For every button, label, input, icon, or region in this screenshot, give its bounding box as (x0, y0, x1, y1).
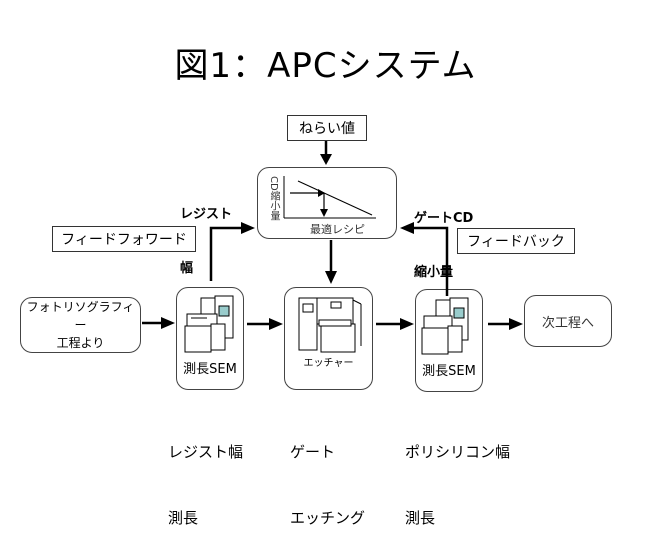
feedback-label: フィードバック (467, 234, 565, 250)
feedforward-label: フィードフォワード (61, 232, 187, 248)
etcher-label: エッチャー (303, 358, 354, 369)
graph-trend-line (297, 180, 373, 216)
gate-cd-label-line2: 縮小量 (414, 265, 454, 280)
sem-machine-icon (421, 297, 469, 355)
sem-left-caption-line1: レジスト幅 (168, 443, 244, 461)
feedforward-box: フィードフォワード (52, 226, 196, 252)
resist-width-label: レジスト 幅 (180, 170, 232, 296)
photolithography-line1: フォトリソグラフィー (26, 300, 135, 332)
photolithography-line2: 工程より (56, 336, 105, 350)
recipe-graph (283, 176, 376, 219)
diagram-title: 図1：APCシステム (174, 46, 477, 86)
resist-width-label-line1: レジスト (180, 207, 233, 222)
arrowhead-sem-to-etcher (269, 318, 283, 330)
sem-machine-icon (184, 295, 234, 353)
etcher-machine-icon (298, 297, 362, 353)
recipe-box: CD縮小量 最適レシピ (257, 167, 397, 239)
recipe-x-axis-label: 最適レシピ (310, 223, 365, 236)
sem-right-box: 測長SEM (415, 289, 483, 392)
graph-vertical-arrowhead (320, 209, 328, 217)
etcher-caption-line1: ゲート (290, 443, 336, 461)
sem-right-caption-line1: ポリシリコン幅 (405, 443, 511, 461)
photolithography-box: フォトリソグラフィー 工程より (20, 297, 141, 353)
sem-left-box: 測長SEM (176, 287, 244, 390)
target-value-box: ねらい値 (287, 115, 367, 141)
sem-left-caption-line2: 測長 (168, 509, 199, 527)
sem-right-label: 測長SEM (422, 364, 476, 379)
arrowhead-feedback (400, 222, 414, 234)
arrowhead-photo-to-sem (161, 317, 175, 329)
feedback-box: フィードバック (457, 228, 575, 254)
arrowhead-sem-to-next (509, 318, 523, 330)
next-process-label: 次工程へ (541, 315, 594, 331)
arrowhead-etcher-to-sem (400, 318, 414, 330)
etcher-box: エッチャー (284, 287, 373, 390)
arrowhead-recipe-to-etcher (325, 271, 337, 284)
sem-right-caption-line2: 測長 (405, 509, 436, 527)
recipe-y-axis-label: CD縮小量 (268, 176, 279, 221)
sem-right-caption: ポリシリコン幅 測長 (405, 397, 510, 551)
sem-left-caption: レジスト幅 測長 (168, 397, 243, 551)
arrowhead-target-to-recipe (320, 154, 332, 165)
etcher-caption: ゲート エッチング (290, 397, 365, 551)
target-value-label: ねらい値 (299, 121, 355, 137)
arrowhead-feedforward (241, 222, 255, 234)
etcher-caption-line2: エッチング (290, 509, 366, 527)
next-process-box: 次工程へ (524, 295, 612, 347)
gate-cd-label-line1: ゲートCD (414, 211, 474, 226)
sem-left-label: 測長SEM (183, 362, 237, 377)
graph-horizontal-arrowhead (318, 189, 325, 197)
resist-width-label-line2: 幅 (180, 261, 194, 276)
